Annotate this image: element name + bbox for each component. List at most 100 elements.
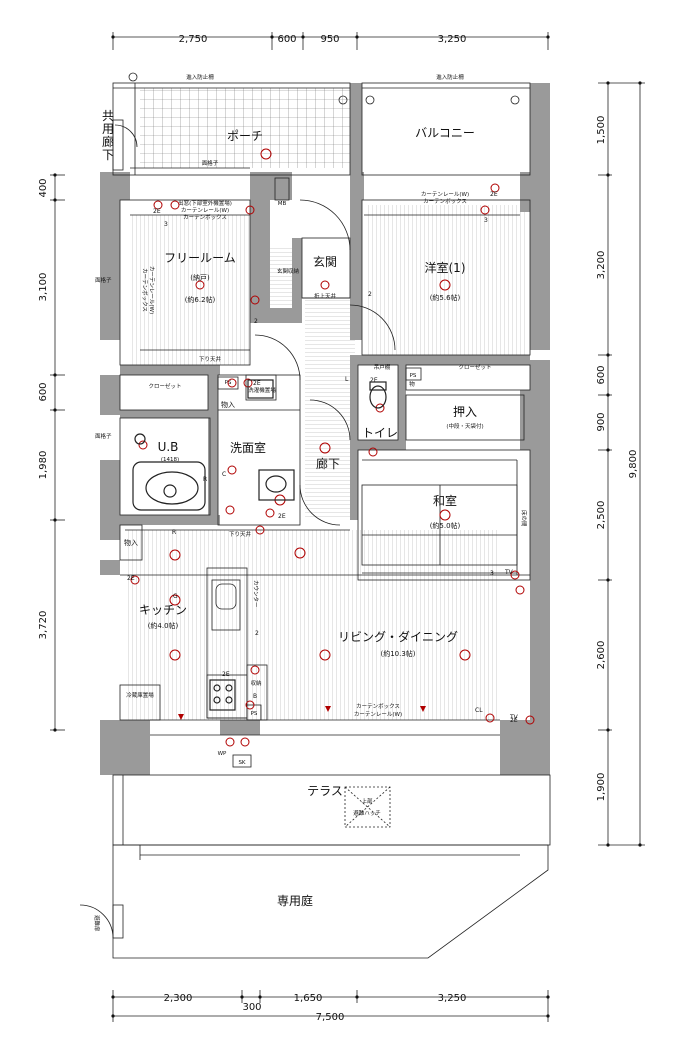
intrusion-prevention1-label: 進入防止柵 xyxy=(186,73,214,81)
label-num3c: 3 xyxy=(484,217,488,224)
label-num2b: 2 xyxy=(254,318,258,325)
western-room-label: 洋室(1) xyxy=(425,260,466,275)
dim-right-3: 600 xyxy=(596,365,607,384)
japanese-room-label: 和室 xyxy=(433,493,457,508)
curtain-rail-fr-v-label: カーテンレール(W) xyxy=(148,266,155,314)
kitchen-label: キッチン xyxy=(139,603,187,617)
dim-right-7: 1,900 xyxy=(596,773,607,802)
label-l: L xyxy=(345,376,349,383)
unit-bath-label: U.B xyxy=(158,440,179,454)
private-garden-label: 専用庭 xyxy=(277,893,313,908)
outdoor-unit-label: 出窓(下部室外機置場) xyxy=(178,199,232,207)
label-tv2: TV xyxy=(509,714,519,721)
balcony-label: バルコニー xyxy=(415,126,475,140)
storage-label: 物入 xyxy=(221,400,235,409)
dim-right-1: 1,500 xyxy=(596,116,607,145)
label-2e-1: 2E xyxy=(253,380,261,387)
walls xyxy=(100,83,550,775)
common-corridor-label-3: 廊 xyxy=(102,134,114,149)
room-labels: ポーチ バルコニー 共 用 廊 下 フリールーム (納戸) (約6.2帖) 玄関… xyxy=(102,109,484,908)
label-num3a: 3 xyxy=(164,221,168,228)
curtain-box-fr-v-label: カーテンボックス xyxy=(141,268,149,312)
dim-bottom-4: 3,250 xyxy=(438,993,467,1004)
window-bars2-label: 面格子 xyxy=(95,432,112,440)
dimension-labels: 2,750 600 950 3,250 2,300 300 1,650 3,25… xyxy=(38,34,639,1023)
electrical-markers: 2E 2E 2E 2E 2E 2E 2E 2E TV TV L R R C B … xyxy=(127,148,535,747)
small-closet-label: 物 xyxy=(409,380,415,388)
label-2e-4: 2E xyxy=(127,575,135,582)
curtain-box-w-label: カーテンボックス xyxy=(423,197,467,205)
label-2e-5: 2E xyxy=(222,671,230,678)
closet2-label: クローゼット xyxy=(458,363,491,371)
label-r2: R xyxy=(172,529,176,536)
terrace-label: テラス xyxy=(307,784,343,798)
dim-right-2: 3,200 xyxy=(596,251,607,280)
dim-left-4: 1,980 xyxy=(38,451,49,480)
ps2-label: PS xyxy=(410,373,417,379)
living-size-label: (約10.3帖) xyxy=(380,649,415,658)
washing-machine-label: 洗濯機置場 xyxy=(248,386,276,394)
dimension-dots xyxy=(53,35,642,1018)
dim-bottom-total: 7,500 xyxy=(316,1012,345,1023)
label-2e-2: 2E xyxy=(370,377,378,384)
dim-bottom-2: 300 xyxy=(242,1002,261,1013)
sk-label: SK xyxy=(238,760,245,766)
dim-top-4: 3,250 xyxy=(438,34,467,45)
top-corner-circles xyxy=(128,72,520,105)
floor-hatching xyxy=(123,88,525,845)
door-swings xyxy=(79,119,396,939)
label-g: G xyxy=(173,593,178,600)
intrusion-prevention2-label: 進入防止柵 xyxy=(436,73,464,81)
shoe-box2-label: 収納 xyxy=(250,679,262,687)
dim-left-1: 400 xyxy=(38,178,49,197)
label-num2c: 2 xyxy=(255,630,259,637)
label-cl: CL xyxy=(475,707,483,714)
curtain-rail-ld-label: カーテンレール(W) xyxy=(354,711,402,718)
storage2-label: 物入 xyxy=(124,538,138,547)
label-2e-3: 2E xyxy=(278,513,286,520)
japanese-room-size-label: (約5.0帖) xyxy=(430,521,461,530)
dim-left-3: 600 xyxy=(38,382,49,401)
counter-label: カウンター xyxy=(252,580,260,608)
tokobashira-label: 床の間 xyxy=(520,510,528,527)
label-2e-7: 2E xyxy=(490,191,498,198)
common-corridor-label-1: 共 xyxy=(102,109,114,123)
label-num3b: 3 xyxy=(490,570,494,577)
entrance-ceiling-label: 折上天井 xyxy=(314,292,337,300)
dimension-lines xyxy=(50,32,645,1022)
kitchen-size-label: (約4.0帖) xyxy=(148,621,179,630)
fridge-label: 冷蔵庫置場 xyxy=(126,691,154,699)
closet-push-sub-label: (中段・天袋付) xyxy=(446,422,483,430)
evac-door-label: 避難扉 xyxy=(93,915,101,932)
dim-left-5: 3,720 xyxy=(38,611,49,640)
living-label: リビング・ダイニング xyxy=(338,629,458,644)
fixtures xyxy=(132,379,387,711)
shoe-box-label: 玄関収納 xyxy=(277,267,300,275)
entrance-label: 玄関 xyxy=(313,254,337,269)
dim-right-4: 900 xyxy=(596,412,607,431)
unit-bath-size-label: (1418) xyxy=(161,457,179,463)
curtain-rail-w-label: カーテンレール(W) xyxy=(421,191,469,198)
ps3-label: PS xyxy=(251,711,258,717)
label-num2a: 2 xyxy=(368,291,372,298)
label-2e-6: 2E xyxy=(153,208,161,215)
curtain-rail-fr-label: カーテンレール(W) xyxy=(181,207,229,214)
curtain-box-fr-label: カーテンボックス xyxy=(183,213,227,221)
toilet-label: トイレ xyxy=(362,426,398,440)
dim-top-1: 2,750 xyxy=(179,34,208,45)
closet-push-label: 押入 xyxy=(453,405,477,419)
free-room-size-label: (約6.2帖) xyxy=(185,295,216,304)
toilet-cabinet-label: 吊戸棚 xyxy=(374,363,391,371)
dim-bottom-3: 1,650 xyxy=(294,993,323,1004)
hatch-top-label: 上部 xyxy=(361,797,373,805)
curtain-box-ld-label: カーテンボックス xyxy=(356,702,400,710)
washroom-label: 洗面室 xyxy=(230,440,266,455)
common-corridor-label-2: 用 xyxy=(102,122,114,136)
lower-ceiling2-label: 下り天井 xyxy=(229,530,252,538)
label-tv: TV xyxy=(504,569,514,576)
label-2e-8: 2E xyxy=(510,717,518,724)
dim-right-total: 9,800 xyxy=(628,450,639,479)
dim-top-3: 950 xyxy=(320,34,339,45)
dim-right-5: 2,500 xyxy=(596,501,607,530)
dim-top-2: 600 xyxy=(277,34,296,45)
